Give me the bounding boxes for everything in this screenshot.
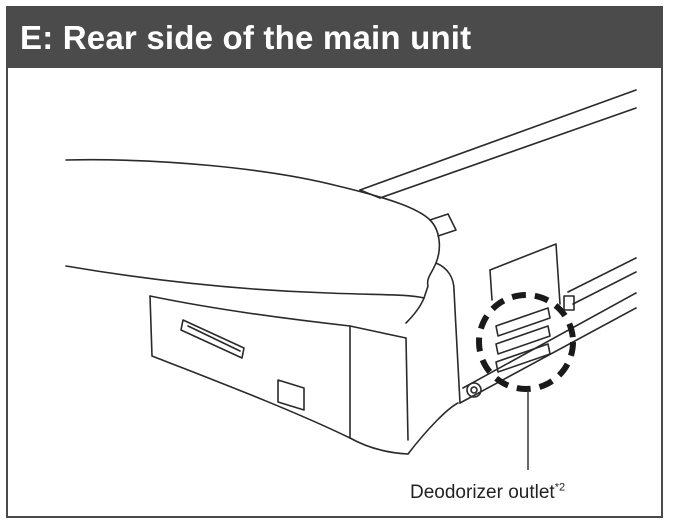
section-header: E: Rear side of the main unit: [8, 8, 661, 68]
front-foot: [277, 379, 305, 411]
caption-text: Deodorizer outlet: [410, 482, 555, 503]
section-title: E: Rear side of the main unit: [20, 19, 472, 56]
lid-top-edge: [65, 158, 431, 221]
figure-frame: E: Rear side of the main unit: [6, 6, 663, 518]
lid-front-corner: [423, 219, 441, 299]
front-slot: [180, 319, 245, 359]
unit-rear-illustration: [65, 89, 637, 470]
lid-bottom-edge: [65, 265, 425, 299]
rear-top-panel: [359, 89, 637, 191]
deodorizer-outlet-label: Deodorizer outlet*2: [410, 482, 565, 504]
rear-access-panel: [489, 243, 561, 305]
deodorizer-grille: [495, 307, 551, 373]
screw-icon: [466, 382, 482, 398]
callout-dashed-circle: [476, 292, 576, 392]
footnote-mark: *2: [554, 481, 566, 494]
body-front-face: [149, 295, 351, 439]
